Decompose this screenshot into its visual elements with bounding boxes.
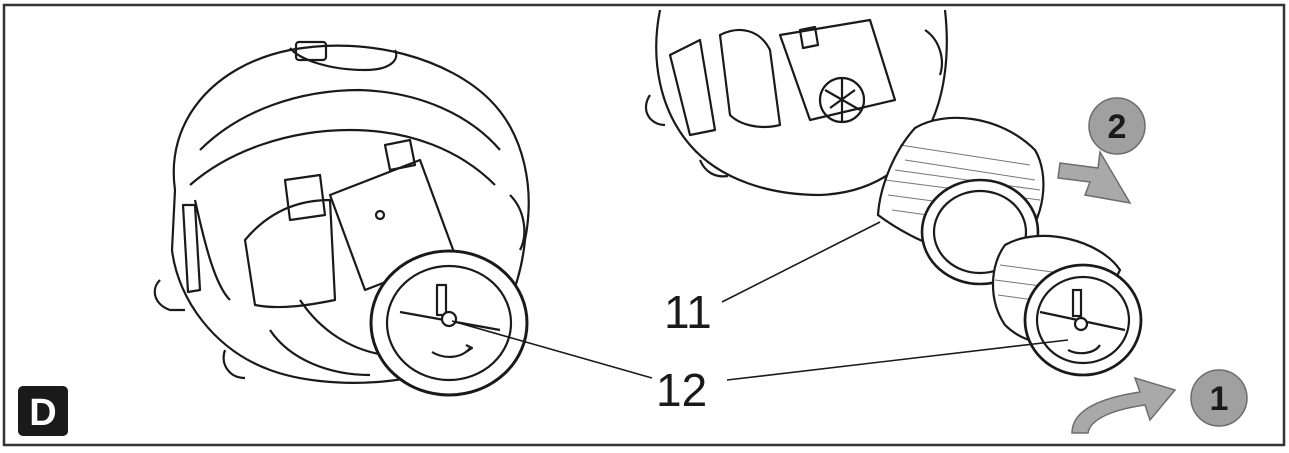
filter-cover-right bbox=[991, 234, 1143, 377]
step-2-number: 2 bbox=[1108, 108, 1127, 146]
rotate-arrow bbox=[1071, 376, 1177, 434]
panel-letter-badge bbox=[18, 386, 68, 436]
diagram-frame bbox=[2, 3, 1286, 447]
callout-12: 12 bbox=[656, 364, 707, 416]
step-2-circle bbox=[1088, 97, 1146, 155]
vacuum-body-left bbox=[153, 40, 530, 397]
pull-arrow bbox=[1057, 149, 1132, 205]
callout-11: 11 bbox=[664, 286, 712, 338]
leader-line-12-right bbox=[726, 339, 1069, 381]
leader-line-11 bbox=[721, 221, 881, 303]
step-1-circle bbox=[1190, 369, 1248, 427]
step-1-number: 1 bbox=[1210, 380, 1229, 418]
leader-line-12-left bbox=[451, 320, 653, 379]
vacuum-body-right bbox=[644, 9, 948, 197]
panel-letter: D bbox=[29, 392, 56, 434]
